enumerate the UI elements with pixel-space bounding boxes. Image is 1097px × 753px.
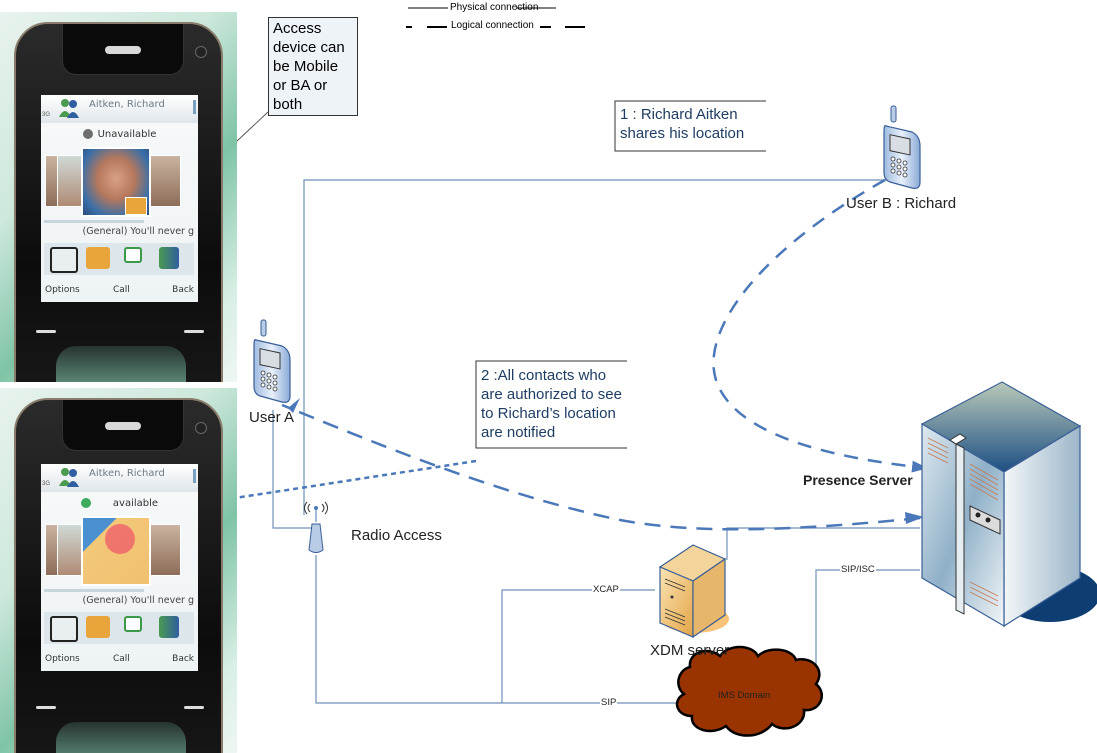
status-dot-icon	[82, 129, 93, 139]
legend	[406, 7, 585, 28]
camera-icon	[195, 46, 207, 58]
link-sip-isc	[815, 569, 920, 672]
softkey-call[interactable]: Call	[113, 654, 130, 664]
step2-box	[475, 360, 627, 449]
legend-logical-label: Logical connection	[451, 20, 534, 31]
battery-icon	[193, 100, 196, 114]
phone-screenshot-available: Aitken, Richard 3G available (General) Y…	[0, 388, 237, 753]
logical-richard-to-presence	[712, 178, 928, 473]
user-b-phone-icon[interactable]	[883, 105, 921, 189]
radio-access-label: Radio Access	[351, 527, 442, 544]
phone-screen: Aitken, Richard 3G Unavailable (General)…	[41, 95, 198, 302]
video-badge-icon	[125, 197, 147, 215]
navigation-key[interactable]	[56, 346, 186, 382]
step2-note: 2 :All contacts who are authorized to se…	[481, 367, 622, 441]
notification-arrow	[168, 459, 477, 511]
softkey-back[interactable]: Back	[172, 285, 194, 295]
location-radius-marker	[105, 524, 135, 554]
softkey-call[interactable]: Call	[113, 285, 130, 295]
contacts-icon	[59, 99, 79, 118]
navigation-key[interactable]	[56, 722, 186, 753]
action-icons	[44, 612, 194, 644]
contact-photo[interactable]	[149, 524, 181, 576]
video-call-icon[interactable]	[86, 247, 110, 269]
callout-leader-line	[235, 111, 269, 143]
contacts-share-icon[interactable]	[159, 616, 179, 638]
user-a-phone-icon[interactable]	[253, 319, 291, 403]
softkey-options[interactable]: Options	[45, 654, 80, 664]
presence-server-label: Presence Server	[803, 472, 913, 488]
step1-box	[614, 100, 766, 152]
contact-name: Aitken, Richard	[89, 468, 165, 479]
action-icons	[44, 243, 194, 275]
earpiece	[105, 46, 141, 54]
user-a-label: User A	[249, 409, 295, 426]
message-icon[interactable]	[124, 616, 142, 632]
legend-physical-label: Physical connection	[450, 2, 539, 13]
presence-status: available	[41, 498, 198, 509]
network-indicator: 3G	[42, 481, 51, 487]
softkey-back[interactable]: Back	[172, 654, 194, 664]
separator	[44, 220, 144, 223]
contacts-icon	[59, 468, 79, 487]
presence-server-icon[interactable]	[920, 381, 1097, 628]
separator	[44, 589, 144, 592]
link-xdm-presence	[726, 527, 920, 560]
link-userA-radio	[272, 410, 316, 529]
link-xcap	[501, 589, 655, 703]
call-icon[interactable]	[50, 247, 78, 273]
phone-screen: Aitken, Richard 3G available (General) Y…	[41, 464, 198, 671]
softkey-options[interactable]: Options	[45, 285, 80, 295]
xdm-server-icon[interactable]	[658, 544, 729, 639]
sip-isc-label: SIP/ISC	[840, 564, 876, 575]
camera-icon	[195, 422, 207, 434]
step1-note: 1 : Richard Aitken shares his location	[620, 106, 745, 142]
contact-name: Aitken, Richard	[89, 99, 165, 110]
ims-domain-cloud[interactable]	[675, 645, 823, 737]
radio-antenna-icon	[304, 501, 328, 553]
status-text: available	[112, 498, 159, 509]
phone-screenshot-unavailable: Aitken, Richard 3G Unavailable (General)…	[0, 12, 237, 382]
arrowhead-userA	[288, 398, 300, 413]
message-icon[interactable]	[124, 247, 142, 263]
presence-status: Unavailable	[41, 129, 198, 140]
xdm-server-label: XDM server	[650, 642, 730, 659]
access-device-callout: Access device can be Mobile or BA or bot…	[268, 17, 358, 116]
call-icon[interactable]	[50, 616, 78, 642]
xcap-label: XCAP	[592, 584, 620, 595]
earpiece	[105, 422, 141, 430]
sip-label: SIP	[600, 697, 618, 708]
status-dot-icon	[80, 498, 91, 508]
network-indicator: 3G	[42, 112, 51, 118]
status-message: (General) You'll never g	[82, 226, 194, 237]
contacts-share-icon[interactable]	[159, 247, 179, 269]
contact-photo[interactable]	[149, 155, 181, 207]
user-b-label: User B : Richard	[846, 195, 957, 212]
arrowhead-presence	[905, 512, 924, 524]
status-message: (General) You'll never g	[82, 595, 194, 606]
battery-icon	[193, 469, 196, 483]
logical-presence-to-userA	[281, 403, 921, 531]
video-call-icon[interactable]	[86, 616, 110, 638]
physical-connections	[272, 179, 920, 704]
link-radio-sip	[315, 555, 680, 704]
status-text: Unavailable	[97, 129, 157, 140]
link-userB	[303, 179, 890, 515]
location-map[interactable]	[81, 516, 151, 586]
ims-domain-label: IMS Domain	[718, 690, 771, 701]
